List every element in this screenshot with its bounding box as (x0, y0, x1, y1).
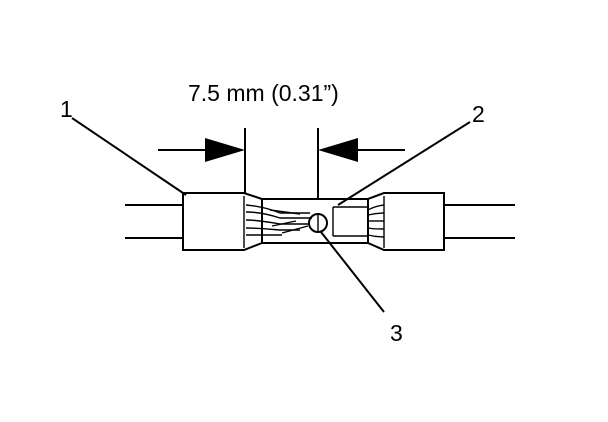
right-wire-strands (367, 204, 385, 238)
dimension-arrow-left (158, 138, 245, 162)
callout-2-leader (337, 121, 471, 206)
callout-1-leader (71, 117, 187, 196)
dimension-arrow-right (318, 138, 405, 162)
callout-1-number: 1 (60, 96, 73, 122)
inspection-hole (308, 213, 328, 233)
left-wire-strands (245, 204, 312, 236)
dimension-label: 7.5 mm (0.31”) (188, 80, 339, 106)
right-wire (444, 204, 515, 239)
callout-3-number: 3 (390, 320, 403, 346)
left-wire (125, 204, 184, 239)
callout-3-leader (320, 231, 385, 313)
left-sleeve-end (182, 192, 263, 251)
callout-2-number: 2 (472, 101, 485, 127)
